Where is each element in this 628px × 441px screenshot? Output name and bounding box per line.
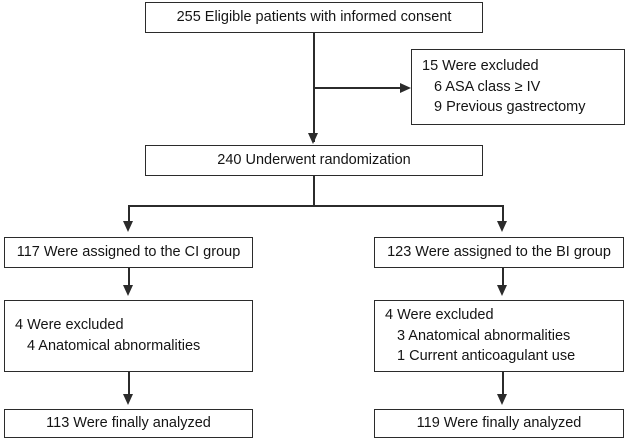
node-allocation-left-line-1: 117 Were assigned to the CI group — [16, 244, 241, 261]
node-analyzed-right: 119 Were finally analyzed — [374, 409, 624, 438]
connector-randomization-stem — [313, 176, 315, 206]
node-randomization: 240 Underwent randomization — [145, 145, 483, 176]
connector-allocation-left-to-excluded — [128, 268, 130, 289]
node-allocation-right: 123 Were assigned to the BI group — [374, 237, 624, 268]
connector-split-left-drop — [128, 205, 130, 224]
arrowhead-analyzed-right — [497, 394, 507, 405]
node-allocation-right-line-1: 123 Were assigned to the BI group — [387, 244, 611, 261]
node-excluded-right-line-3: 1 Current anticoagulant use — [397, 348, 576, 365]
arrowhead-excluded-enrollment — [400, 82, 411, 93]
node-excluded-enrollment-line-2: 6 ASA class ≥ IV — [434, 78, 541, 95]
arrowhead-allocation-left — [123, 221, 133, 232]
arrowhead-excluded-left — [123, 285, 133, 296]
node-analyzed-right-line-1: 119 Were finally analyzed — [416, 415, 582, 432]
node-excluded-enrollment-line-1: 15 Were excluded — [422, 58, 539, 75]
node-excluded-enrollment-line-3: 9 Previous gastrectomy — [434, 99, 586, 116]
connector-randomization-split — [128, 205, 503, 207]
node-excluded-right: 4 Were excluded 3 Anatomical abnormaliti… — [374, 300, 624, 372]
connector-allocation-right-to-excluded — [502, 268, 504, 289]
connector-split-right-drop — [502, 205, 504, 224]
node-randomization-line-1: 240 Underwent randomization — [217, 152, 411, 169]
node-allocation-left: 117 Were assigned to the CI group — [4, 237, 253, 268]
node-analyzed-left: 113 Were finally analyzed — [4, 409, 253, 438]
node-enrollment-line-1: 255 Eligible patients with informed cons… — [176, 9, 452, 26]
arrowhead-allocation-right — [497, 221, 507, 232]
node-analyzed-left-line-1: 113 Were finally analyzed — [46, 415, 211, 432]
node-enrollment: 255 Eligible patients with informed cons… — [145, 2, 483, 33]
node-excluded-enrollment: 15 Were excluded 6 ASA class ≥ IV 9 Prev… — [411, 49, 625, 125]
arrowhead-randomization — [308, 133, 318, 144]
connector-excluded-right-to-analyzed — [502, 372, 504, 398]
connector-excluded-left-to-analyzed — [128, 372, 130, 398]
node-excluded-left: 4 Were excluded 4 Anatomical abnormaliti… — [4, 300, 253, 372]
node-excluded-left-line-1: 4 Were excluded — [15, 317, 124, 334]
node-excluded-right-line-2: 3 Anatomical abnormalities — [397, 327, 571, 344]
arrowhead-analyzed-left — [123, 394, 133, 405]
node-excluded-left-line-2: 4 Anatomical abnormalities — [27, 338, 201, 354]
node-excluded-right-line-1: 4 Were excluded — [385, 307, 494, 324]
arrowhead-excluded-right — [497, 285, 507, 296]
connector-enrollment-to-excluded — [313, 87, 403, 89]
